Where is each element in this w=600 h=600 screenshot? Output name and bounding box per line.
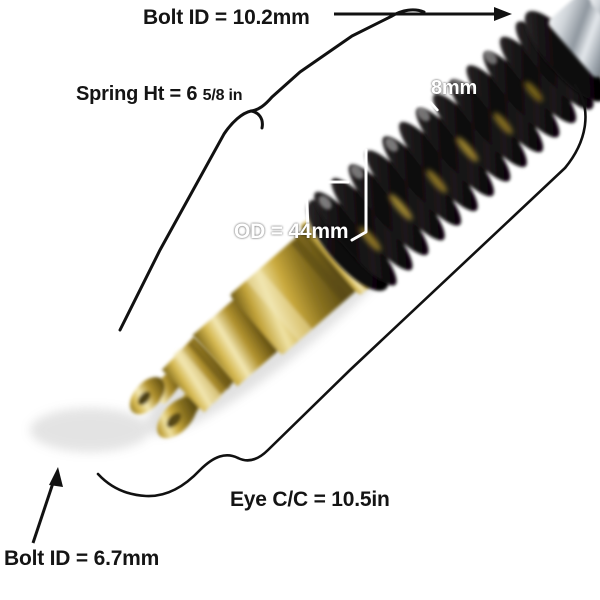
label-outer-diameter: OD = 44mm (234, 220, 349, 243)
label-bolt-id-top: Bolt ID = 10.2mm (143, 6, 310, 29)
coil-spring (306, 10, 600, 291)
brace-spring-height (249, 8, 426, 130)
leader-arrow-bolt-id-top (334, 7, 512, 21)
shock-absorber-assembly (129, 0, 600, 439)
label-wire-diameter: 8mm (431, 77, 478, 99)
white-brace-od-right (350, 148, 368, 242)
brace-eye-cc-tail (96, 454, 240, 498)
label-bolt-id-bottom: Bolt ID = 6.7mm (4, 547, 160, 570)
brace-spring-height-tail (118, 109, 253, 332)
top-mounting-eye (548, 0, 600, 78)
leader-arrow-bolt-id-bottom (31, 467, 63, 544)
bottom-clevis-fork (129, 336, 237, 439)
white-brace-wire-dia (411, 81, 439, 112)
label-spring-height: Spring Ht = 6 5/8 in (76, 83, 243, 105)
label-spring-height-fraction: 5/8 in (202, 87, 243, 104)
label-eye-center-to-center: Eye C/C = 10.5in (230, 488, 390, 511)
brace-eye-cc (236, 83, 587, 462)
label-spring-height-main: Spring Ht = 6 (76, 83, 198, 105)
